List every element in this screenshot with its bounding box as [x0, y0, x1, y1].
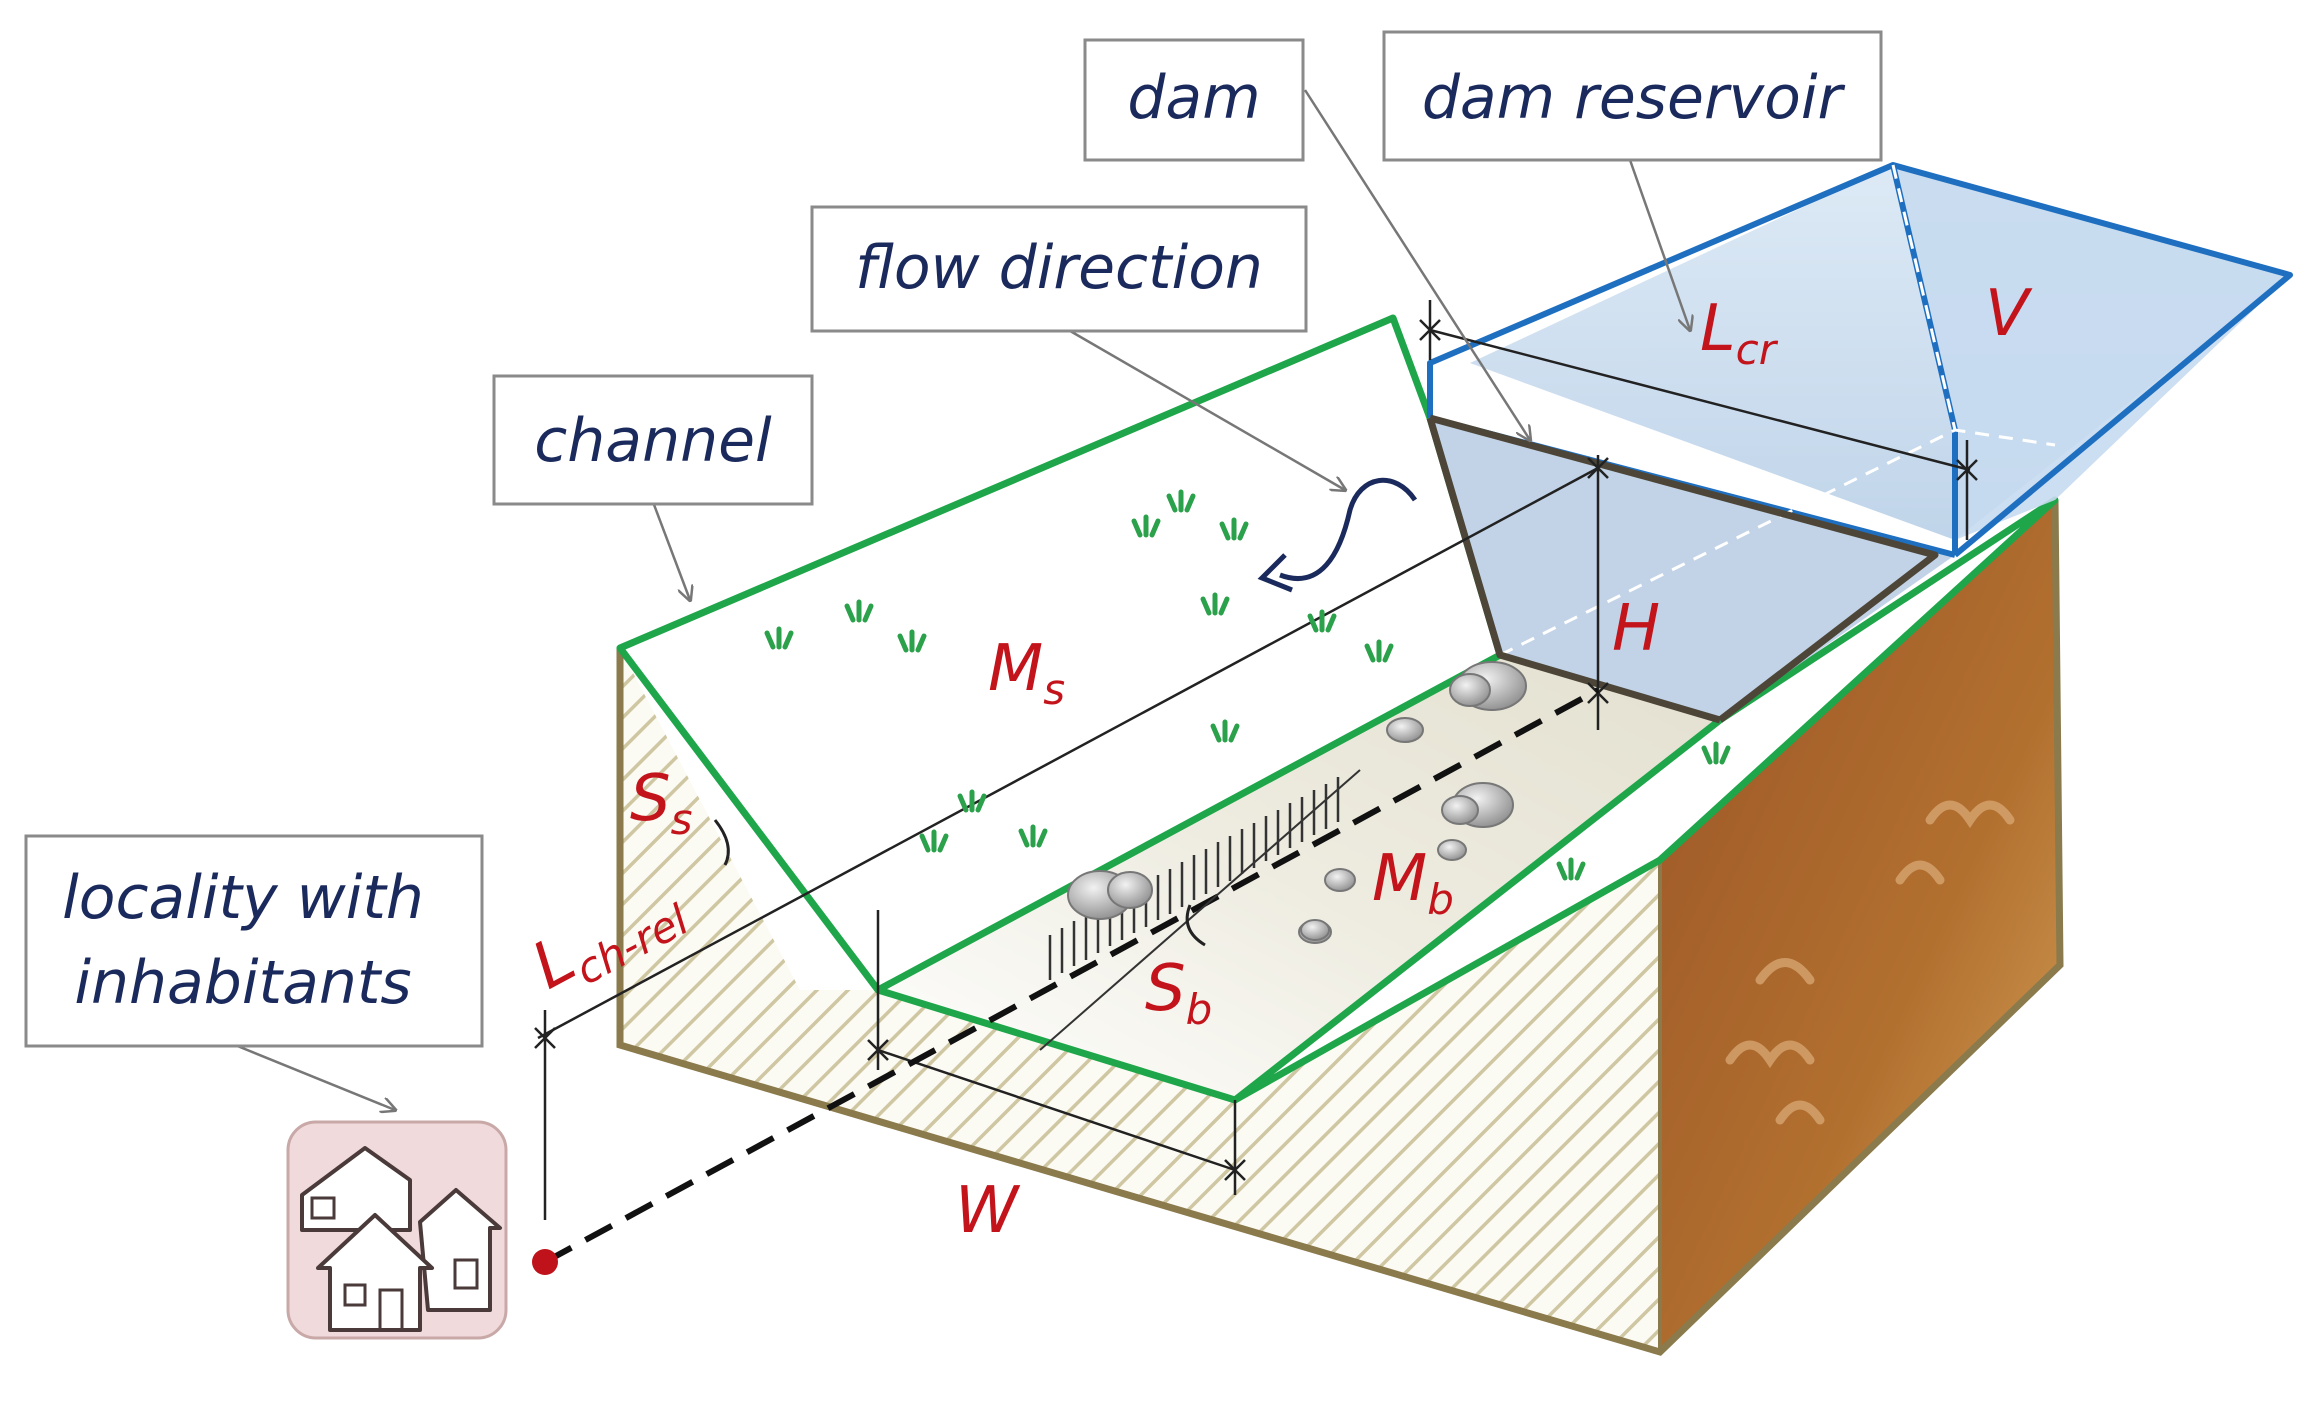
left-slope-surface	[620, 318, 1500, 990]
flow-arrow-icon	[1279, 477, 1418, 582]
boulder-icon	[1067, 661, 1527, 944]
locality-label-line2: inhabitants	[74, 948, 411, 1018]
volume-symbol: V	[1985, 277, 2033, 351]
reservoir-side-face	[1893, 165, 2290, 540]
right-slope-surface	[1235, 500, 2055, 1100]
bed-slope-symbol: Sb	[1145, 952, 1212, 1034]
soil-hatched-face	[620, 648, 1660, 1352]
soil-texture	[1725, 800, 2015, 1125]
grass-icon	[764, 489, 1731, 881]
flow-direction-callout: flow direction	[810, 205, 1308, 333]
dam-height-symbol: H	[1612, 592, 1660, 666]
bed-mass-symbol: Mb	[1372, 842, 1454, 924]
reservoir-hidden-edges	[1499, 164, 2056, 657]
bed-slope-hatch	[1039, 769, 1361, 1051]
crest-length-symbol: Lcr	[1700, 292, 1779, 374]
flow-direction-label: flow direction	[855, 233, 1263, 303]
dimension-ticks	[534, 319, 1978, 1181]
dam-reservoir-label: dam reservoir	[1422, 63, 1846, 133]
channel-callout: channel	[492, 374, 814, 506]
dam-callout: dam	[1083, 38, 1305, 162]
channel-bed	[878, 655, 1720, 1100]
dam-label: dam	[1127, 63, 1260, 133]
slope-angle-arc-b	[1185, 904, 1206, 947]
channel-width-symbol: W	[955, 1174, 1021, 1248]
dam-reservoir-callout: dam reservoir	[1382, 30, 1883, 162]
callout-leaders	[234, 89, 1690, 1110]
slope-mass-symbol: Ms	[988, 632, 1065, 714]
soil-side-face	[1660, 500, 2060, 1352]
dimension-lines	[537, 300, 1971, 1220]
houses-icon	[286, 1120, 508, 1340]
flow-arrowhead	[1257, 553, 1293, 593]
slope-angle-symbol: Ss	[630, 762, 693, 844]
channel-label: channel	[534, 406, 772, 476]
thalweg-dashed-line	[543, 687, 1600, 1265]
locality-callout: locality with inhabitants	[24, 834, 484, 1048]
locality-label-line1: locality with	[62, 863, 424, 933]
slope-angle-arc-s	[713, 819, 730, 866]
locality-point	[532, 1249, 558, 1275]
